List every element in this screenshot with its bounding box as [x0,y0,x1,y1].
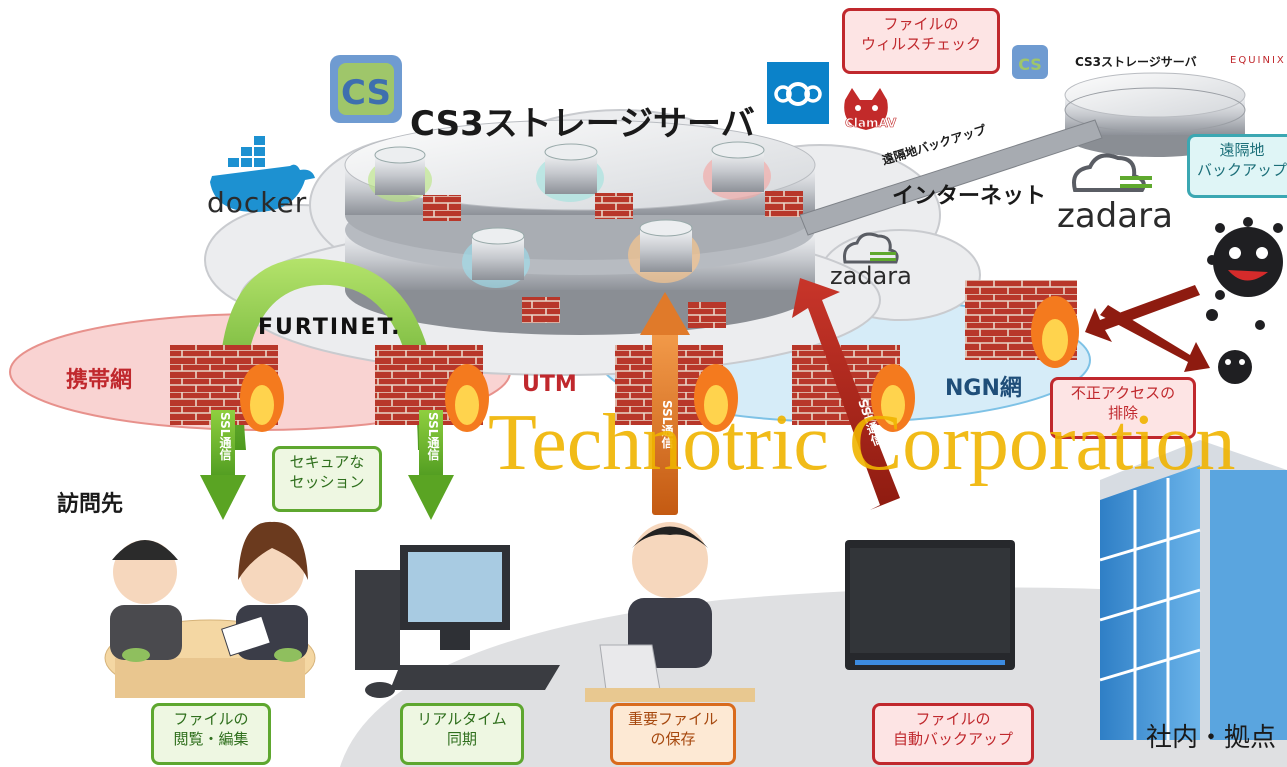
virus-check-line2: ウィルスチェック [860,35,981,53]
remote-backup-tube [799,119,1103,236]
view-edit-line2: 閲覧・編集 [173,730,249,748]
realtime-sync-label: リアルタイム 同期 [400,703,524,765]
unauthorized-line1: 不正アクセスの [1070,384,1176,402]
mobile-network-label: 携帯網 [66,368,133,393]
office-label: 社内・拠点 [1146,723,1277,753]
nas-device [845,540,1015,670]
secure-session-line1: セキュアな [289,453,365,471]
man-with-laptop [585,522,755,702]
clamav-icon [844,88,888,130]
ssl-label-right: SSL通信 [426,412,440,461]
equinix-brand: EQUINIX [1230,55,1286,66]
remote-backup-line1: 遠隔地 [1219,141,1265,159]
zadara-cloud-icon-main [843,232,899,264]
save-important-label: 重要ファイル の保存 [610,703,736,765]
save-important-line2: の保存 [650,730,696,748]
remote-server-title: CS3ストレージサーバ [1075,55,1197,69]
office-building [1099,440,1287,740]
visit-site-people [104,521,316,698]
unauthorized-line2: 排除 [1107,404,1138,422]
virus-check-callout: ファイルの ウィルスチェック [842,8,1000,74]
clamav-brand: ClamAV [845,116,897,131]
view-edit-label: ファイルの 閲覧・編集 [151,703,271,765]
virus-large [1207,217,1283,300]
main-storage-server [344,119,816,335]
inner-firewalls [423,191,803,328]
attack-arrow-outgoing [1100,305,1210,372]
desktop-pc [355,545,560,698]
fortinet-secure-arc [218,258,440,450]
virus-small [1218,350,1252,384]
ssl-arrow-left [200,410,246,520]
svg-text:CS: CS [341,73,391,113]
inner-database-blue [462,227,530,288]
auto-backup-label: ファイルの 自動バックアップ [872,703,1034,765]
docker-brand: docker [207,186,308,219]
virus-tiny-2 [1255,320,1265,330]
utm-label: UTM [522,372,577,397]
cs3-logo-icon: CS [330,55,402,123]
save-important-line1: 重要ファイル [627,710,718,728]
auto-backup-line2: 自動バックアップ [892,730,1013,748]
realtime-sync-line1: リアルタイム [417,710,507,728]
inner-database-green [368,146,432,202]
inner-database-orange [628,219,700,283]
ngn-network-label: NGN網 [945,376,1022,401]
zadara-cloud-icon-remote [1072,153,1152,192]
unauthorized-access-callout: 不正アクセスの 排除 [1050,377,1196,439]
nextcloud-icon [767,62,829,124]
watermark-text: Technotric Corporation [488,399,1236,487]
inner-database-teal [536,143,604,202]
ssl-arrow-right [408,410,454,520]
main-server-title: CS3ストレージサーバ [410,104,755,144]
ssl-label-left: SSL通信 [218,412,232,461]
secure-session-callout: セキュアな セッション [272,446,382,512]
upload-arrow-orange [640,292,690,515]
attack-arrow-incoming [1085,285,1200,342]
internet-label: インターネット [892,184,1047,209]
zadara-main-brand: zadara [830,262,912,290]
inner-database-red [703,141,771,200]
virus-tiny-1 [1206,309,1218,321]
view-edit-line1: ファイルの [173,710,249,728]
virus-check-line1: ファイルの [883,15,959,33]
visit-site-label: 訪問先 [57,492,124,517]
floor-shadow [340,587,1287,767]
remote-backup-line2: バックアップ [1196,161,1287,179]
fortinet-brand: FURTINET. [258,315,402,340]
auto-backup-line1: ファイルの [915,710,991,728]
realtime-sync-line2: 同期 [446,730,477,748]
svg-text:CS: CS [1018,55,1042,74]
zadara-remote-brand: zadara [1057,196,1173,236]
secure-session-line2: セッション [289,473,365,491]
backup-arrow-red [792,278,900,510]
docker-whale-icon [210,136,315,212]
remote-backup-callout: 遠隔地 バックアップ [1187,134,1287,198]
firewall-ngn [965,280,1079,368]
ssl-label-orange: SSL通信 [660,400,674,449]
cs3-logo-small-icon: CS [1012,45,1048,79]
